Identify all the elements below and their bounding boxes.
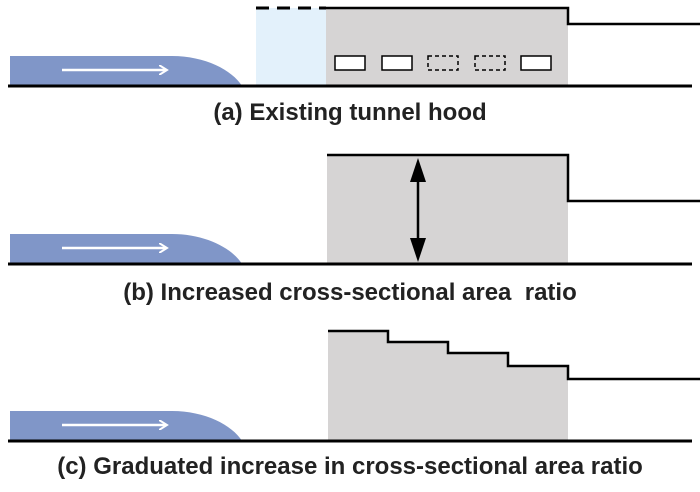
caption-increased-area-ratio: (b) Increased cross-sectional area ratio bbox=[123, 279, 577, 306]
hood-opening-a bbox=[256, 8, 326, 86]
tunnel-roof-b bbox=[327, 153, 700, 203]
panel-c bbox=[8, 329, 700, 443]
hood-body-b bbox=[327, 155, 568, 264]
tunnel-roof-c-stepped bbox=[328, 329, 700, 381]
hood-windows bbox=[334, 55, 552, 71]
panel-b bbox=[8, 153, 700, 266]
panel-a bbox=[8, 6, 700, 88]
window-5 bbox=[520, 55, 552, 71]
tunnel-roof-a bbox=[326, 6, 700, 26]
window-3-dashed bbox=[427, 55, 459, 71]
hood-body-a bbox=[326, 8, 568, 86]
window-1 bbox=[334, 55, 366, 71]
area-ratio-double-arrow bbox=[410, 158, 426, 262]
caption-graduated-area-ratio: (c) Graduated increase in cross-sectiona… bbox=[57, 453, 643, 480]
window-4-dashed bbox=[474, 55, 506, 71]
window-2 bbox=[381, 55, 413, 71]
caption-existing-hood: (a) Existing tunnel hood bbox=[213, 99, 487, 126]
